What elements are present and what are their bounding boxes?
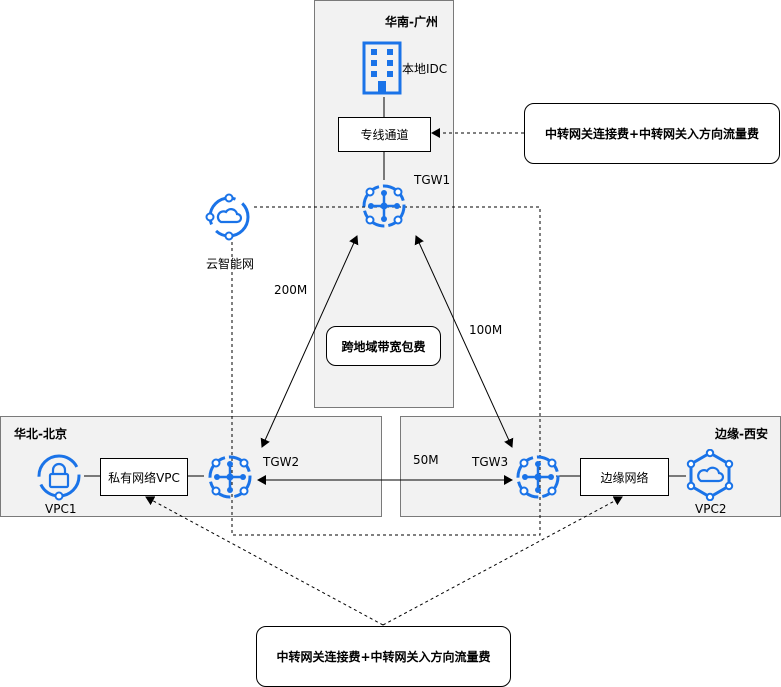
- bandwidth-tgw1-tgw2: 200M: [274, 283, 308, 297]
- bandwidth-tgw1-tgw3: 100M: [469, 323, 503, 337]
- fee-bottom-arrow-left: [145, 496, 384, 626]
- tgw2-gateway-icon: [208, 455, 252, 499]
- tgw3-gateway-icon: [516, 455, 560, 499]
- region-title-edge: 边缘-西安: [715, 427, 768, 441]
- cloud-network-label: 云智能网: [206, 257, 255, 271]
- tgw3-label: TGW3: [472, 455, 509, 469]
- private-vpc-box: 私有网络VPC: [100, 458, 188, 496]
- vpc1-lock-icon: [37, 454, 81, 501]
- edge-network-box: 边缘网络: [580, 458, 669, 496]
- region-title-north: 华北-北京: [14, 427, 67, 441]
- link-tgw1-tgw2: [260, 235, 359, 448]
- building-icon: [362, 41, 402, 95]
- fee-bottom-arrow-right: [382, 496, 623, 626]
- vpc2-cloud-hexagon-icon: [686, 449, 734, 501]
- vpc1-label: VPC1: [45, 502, 77, 516]
- tgw2-label: TGW2: [263, 455, 300, 469]
- fee-bottom-note: 中转网关连接费+中转网关入方向流量费: [256, 626, 511, 687]
- dedicated-line-box: 专线通道: [338, 117, 431, 152]
- bandwidth-tgw2-tgw3: 50M: [413, 453, 439, 467]
- fee-top-note: 中转网关连接费+中转网关入方向流量费: [524, 103, 780, 164]
- tgw1-gateway-icon: [362, 184, 406, 228]
- idc-label: 本地IDC: [402, 62, 448, 76]
- link-tgw1-tgw3: [414, 235, 514, 448]
- cloud-network-icon: [205, 193, 250, 241]
- vpc2-label: VPC2: [695, 502, 727, 516]
- cross-region-fee-box: 跨地域带宽包费: [326, 326, 441, 366]
- cloud-network-dashed-loop: [231, 206, 541, 536]
- tgw1-label: TGW1: [414, 173, 451, 187]
- region-title-south: 华南-广州: [385, 15, 438, 29]
